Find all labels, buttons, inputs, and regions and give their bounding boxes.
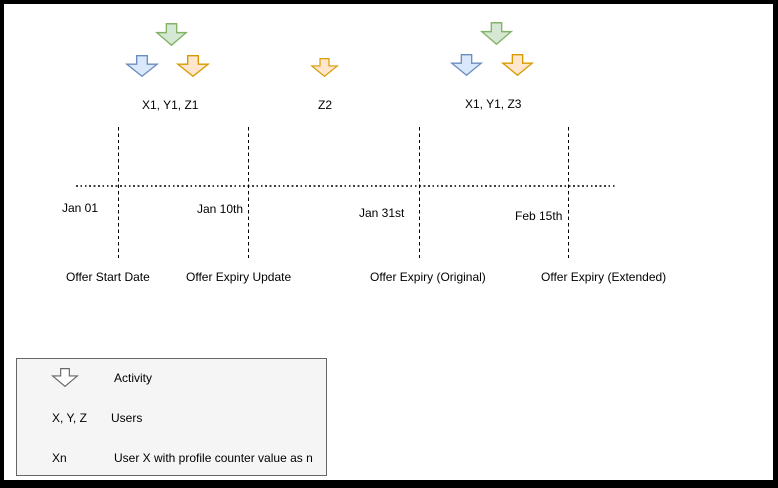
milestone-date: Jan 10th [197,202,244,216]
milestone-divider [568,127,569,258]
legend-label: Users [111,411,143,425]
milestone-label: Offer Expiry Update [186,270,292,284]
milestone-label: Offer Expiry (Original) [370,270,486,284]
legend-symbol: X, Y, Z [52,411,87,425]
timeline-line [76,185,616,187]
legend-symbol: Xn [52,451,67,465]
milestone-date: Feb 15th [515,209,563,223]
activity-group-label: X1, Y1, Z3 [465,97,522,111]
orange-down-arrow-icon [310,58,339,78]
green-down-arrow-icon [479,22,514,46]
milestone-date: Jan 01 [62,201,99,215]
blue-down-arrow-icon [124,55,160,78]
milestone-divider [118,127,119,258]
diagram-canvas: X1, Y1, Z1 Z2 X1, Y1, Z3 Jan 01 Jan 10th… [4,4,773,480]
orange-down-arrow-icon [175,55,211,78]
activity-group-label: X1, Y1, Z1 [142,98,199,112]
milestone-divider [419,127,420,258]
green-down-arrow-icon [154,23,189,47]
legend-label: User X with profile counter value as n [114,451,313,465]
legend-label: Activity [114,371,153,385]
blue-down-arrow-icon [449,54,484,77]
activity-group-label: Z2 [318,98,333,112]
orange-down-arrow-icon [500,54,535,77]
milestone-label: Offer Expiry (Extended) [541,270,667,284]
down-arrow-icon [51,368,79,388]
legend-box: Activity X, Y, Z Users Xn User X with pr… [16,358,327,476]
milestone-label: Offer Start Date [66,270,150,284]
milestone-divider [248,127,249,258]
milestone-date: Jan 31st [359,206,405,220]
